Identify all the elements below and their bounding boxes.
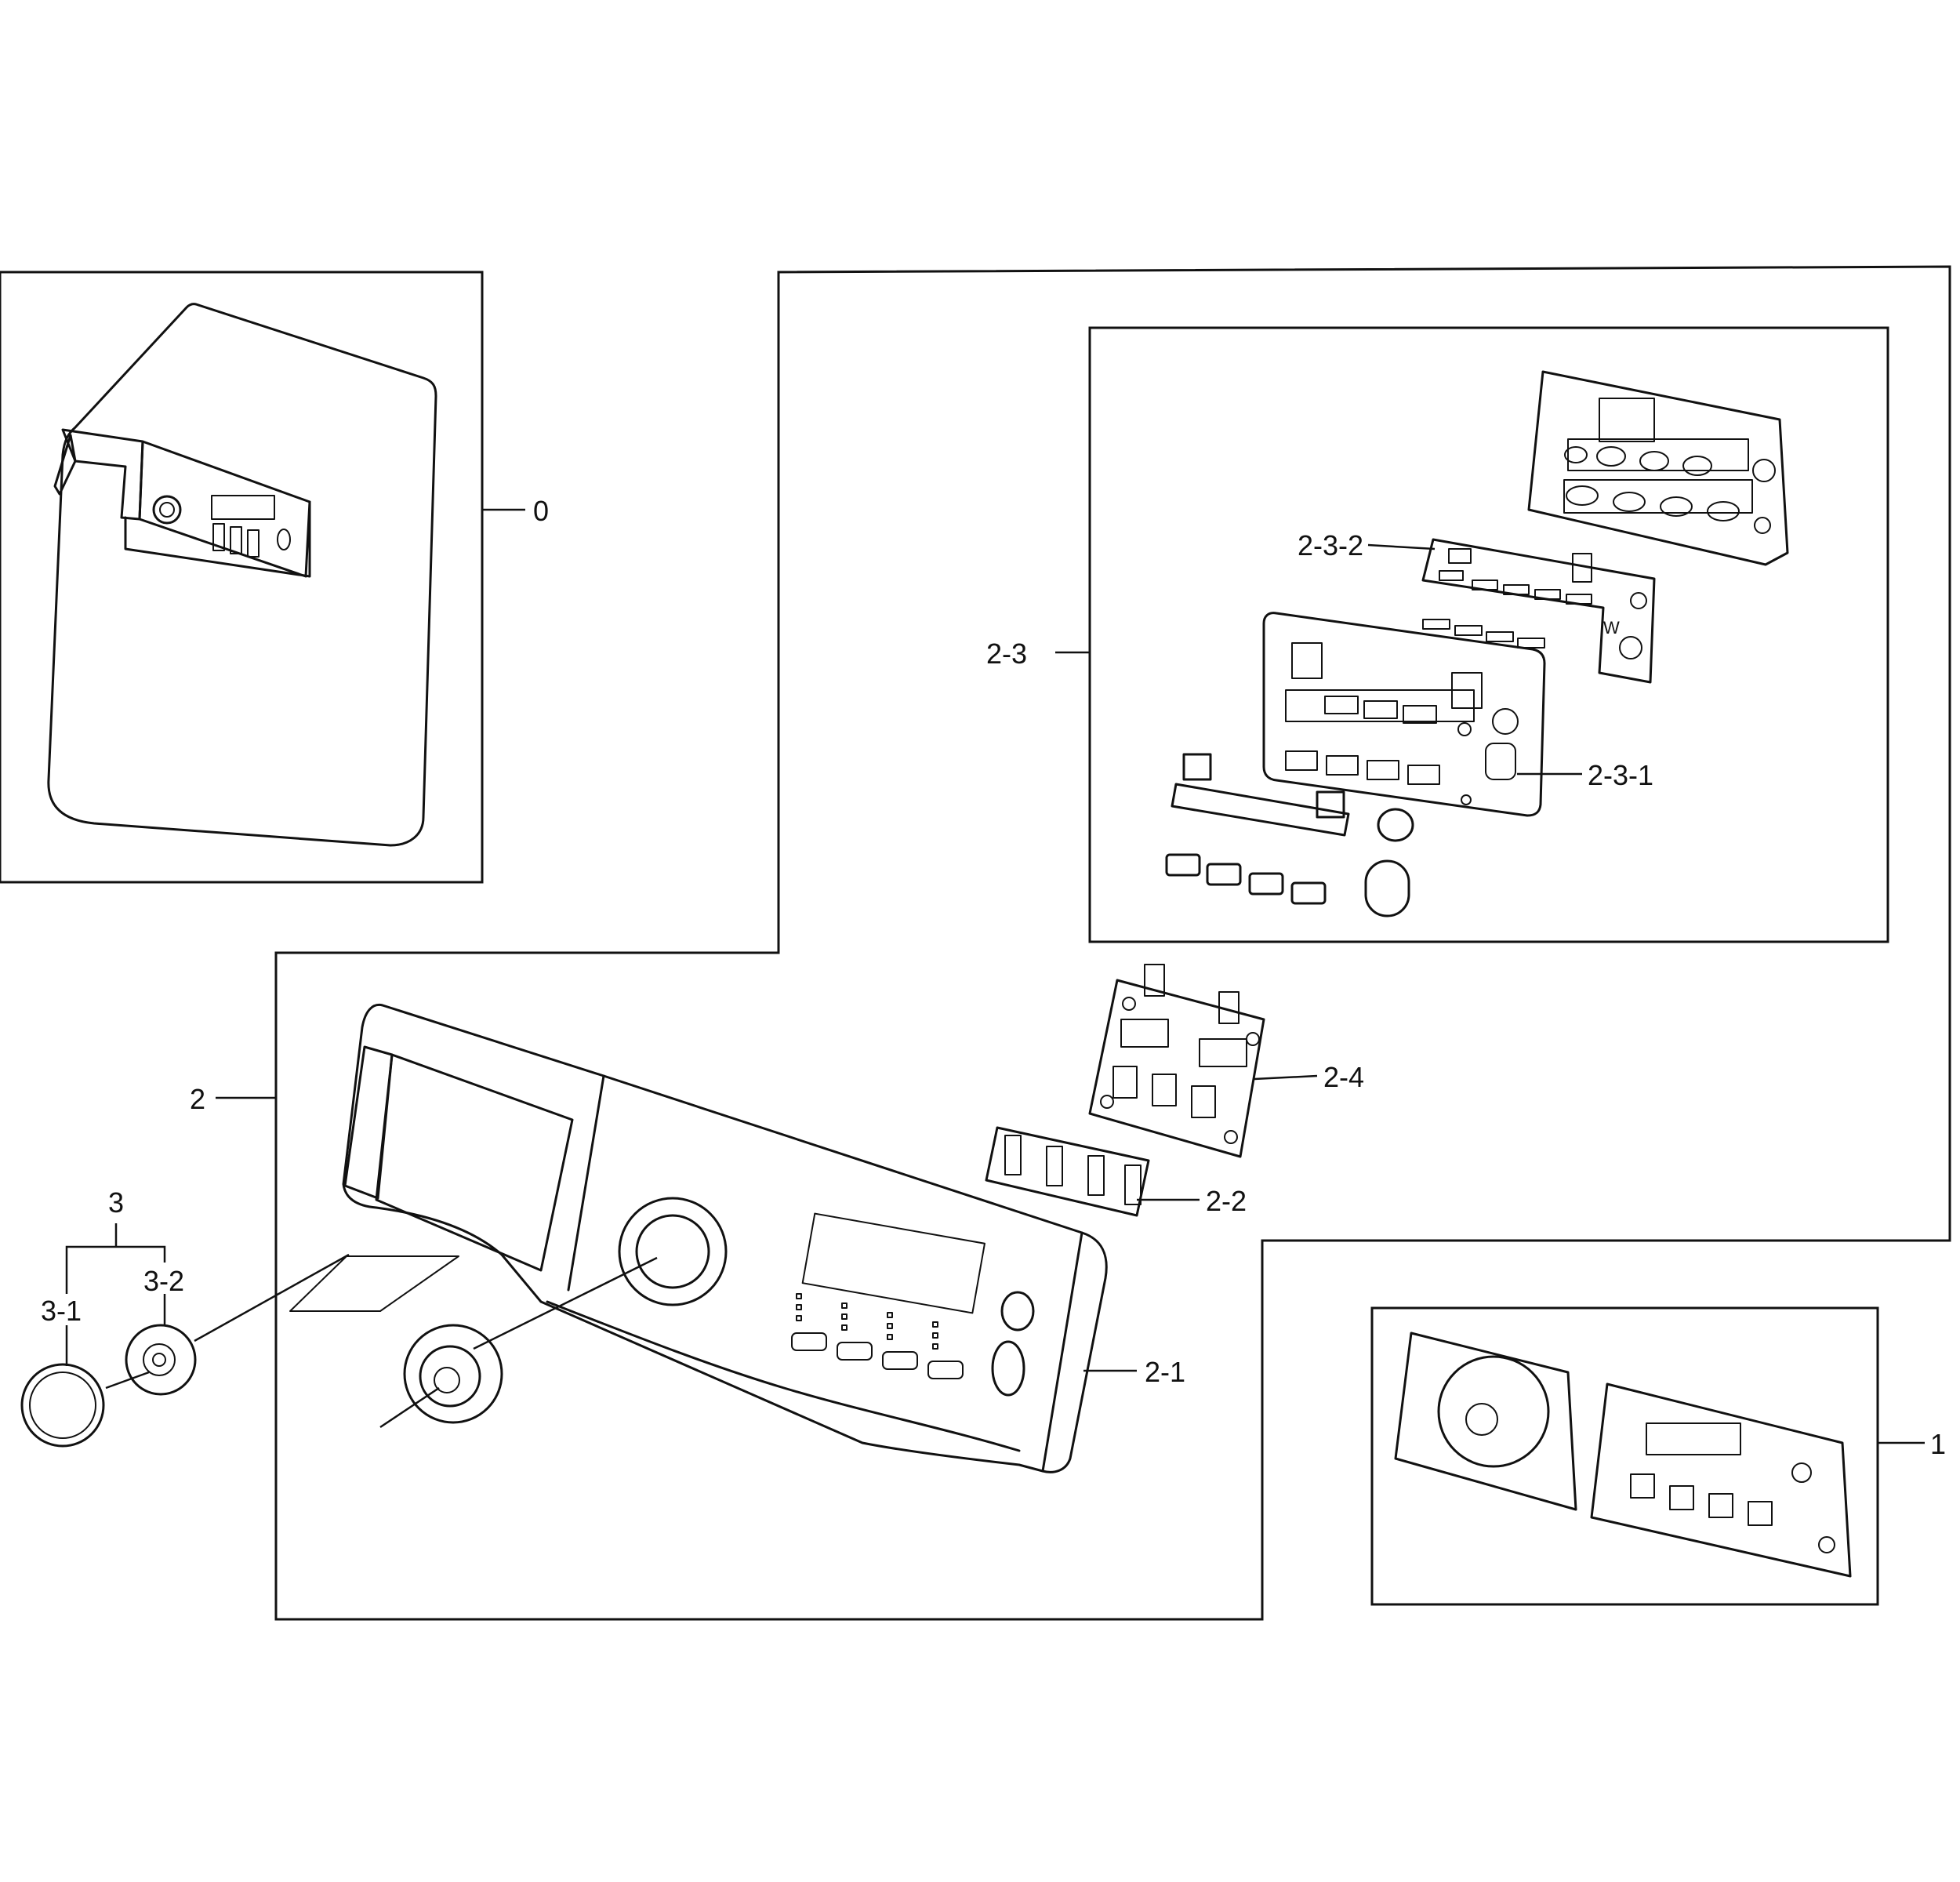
callout-2-3-2: 2-3-2	[1298, 529, 1363, 561]
frame-assembly-2	[274, 265, 1951, 1621]
control-panel-2-1	[342, 1003, 1108, 1473]
callout-2: 2	[190, 1083, 205, 1115]
control-membrane-2-3-2: W	[1421, 538, 1656, 684]
callout-2-1: 2-1	[1145, 1356, 1185, 1388]
frame-assembly-0	[0, 271, 484, 884]
callout-0: 0	[533, 495, 549, 527]
callout-3: 3	[108, 1186, 124, 1219]
display-pcb-part	[1527, 370, 1789, 566]
frame-assembly-2-3	[1088, 326, 1889, 943]
callout-3-2: 3-2	[143, 1265, 184, 1297]
key-membrane-2-2	[985, 1126, 1150, 1217]
leader-lines	[65, 508, 1925, 1444]
callout-1: 1	[1930, 1428, 1946, 1460]
encoder-knob	[289, 1255, 658, 1429]
button-holder-2-3-1	[1262, 612, 1546, 817]
button-keys-set	[1165, 753, 1414, 917]
callout-2-3-1: 2-3-1	[1588, 759, 1653, 791]
pcb-bracket-2-4	[1088, 964, 1265, 1158]
main-pcb-assembly-1	[1394, 1332, 1852, 1578]
callout-2-2: 2-2	[1206, 1185, 1247, 1217]
knob-base-3-2	[105, 1253, 350, 1396]
callout-3-1: 3-1	[41, 1295, 82, 1327]
knob-cap-3-1	[20, 1363, 105, 1448]
frame-assembly-1	[1370, 1306, 1879, 1606]
w-marking: W	[1603, 618, 1620, 638]
appliance-cabinet-part	[47, 303, 437, 847]
callout-2-4: 2-4	[1323, 1061, 1364, 1093]
callout-2-3: 2-3	[986, 638, 1027, 670]
